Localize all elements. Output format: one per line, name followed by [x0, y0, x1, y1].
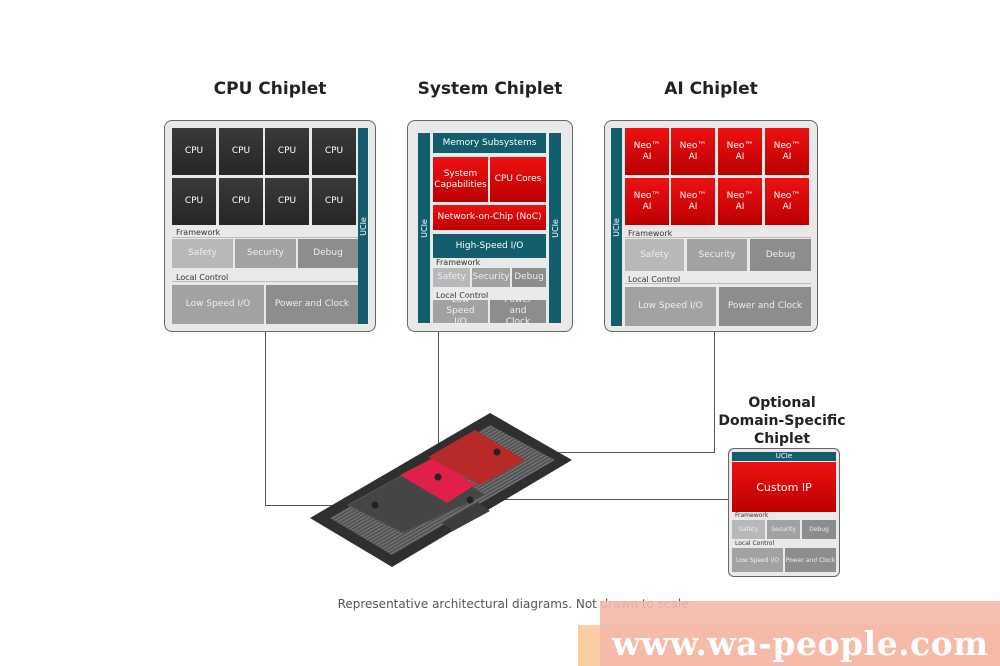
ai-security: Security	[687, 239, 747, 271]
memory-subsystems: Memory Subsystems	[433, 133, 546, 153]
cpu-local-control-label: Local Control	[176, 273, 229, 282]
ai-safety: Safety	[625, 239, 684, 271]
network-on-chip: Network-on-Chip (NoC)	[433, 205, 546, 230]
ai-local-control-label: Local Control	[628, 275, 681, 284]
connector-optional-h	[470, 499, 728, 500]
neo-ai-core: Neo™ AI	[671, 178, 715, 225]
connector-cpu-h	[265, 505, 375, 506]
divider	[172, 237, 358, 238]
system-framework-label: Framework	[436, 258, 481, 267]
system-marker-dot	[434, 473, 442, 481]
cpu-framework-label: Framework	[176, 228, 221, 237]
ai-power-clock: Power and Clock	[719, 287, 811, 326]
system-ucie-left: UCIe	[418, 133, 430, 323]
neo-ai-core: Neo™ AI	[718, 178, 762, 225]
optional-power-clock: Power and Clock	[785, 548, 836, 572]
cpu-core: CPU	[172, 178, 216, 225]
neo-ai-core: Neo™ AI	[671, 128, 715, 175]
neo-ai-core: Neo™ AI	[765, 128, 809, 175]
cpu-core: CPU	[219, 178, 263, 225]
cpu-core: CPU	[312, 178, 356, 225]
neo-ai-core: Neo™ AI	[625, 128, 669, 175]
ai-framework-label: Framework	[628, 229, 673, 238]
cpu-low-speed-io: Low Speed I/O	[172, 285, 264, 324]
system-capabilities: System Capabilities	[433, 157, 488, 202]
cpu-ucie-bar: UCIe	[358, 128, 368, 324]
high-speed-io: High-Speed I/O	[433, 234, 546, 258]
system-power-clock: Power and Clock	[490, 295, 546, 327]
ai-low-speed-io: Low Speed I/O	[625, 287, 716, 326]
neo-ai-core: Neo™ AI	[625, 178, 669, 225]
optional-ucie-bar: UCIe	[732, 452, 836, 461]
system-security: Security	[472, 268, 510, 287]
watermark-text: www.wa-people.com	[612, 624, 989, 663]
connector-cpu	[265, 332, 266, 505]
cpu-safety: Safety	[172, 239, 233, 268]
package-ai-die	[428, 430, 525, 485]
cpu-security: Security	[235, 239, 296, 268]
optional-marker-dot	[466, 496, 474, 504]
ai-ucie-bar: UCIe	[611, 128, 622, 326]
system-low-speed-io: Low Speed I/O	[433, 295, 488, 327]
system-chiplet-title: System Chiplet	[417, 79, 563, 99]
optional-security: Security	[767, 520, 800, 539]
connector-ai	[714, 332, 715, 452]
divider	[625, 283, 811, 284]
ai-marker-dot	[493, 448, 501, 456]
system-safety: Safety	[433, 268, 470, 287]
divider	[625, 237, 811, 238]
optional-low-speed-io: Low Speed I/O	[732, 548, 783, 572]
ai-chiplet-title: AI Chiplet	[664, 79, 758, 99]
connector-ai-h	[497, 452, 715, 453]
cpu-core: CPU	[172, 128, 216, 175]
system-local-control-label: Local Control	[436, 291, 489, 300]
optional-chiplet-title: Optional Domain-Specific Chiplet	[718, 395, 846, 447]
system-cpu-cores: CPU Cores	[490, 157, 546, 202]
cpu-chiplet-title: CPU Chiplet	[213, 79, 327, 99]
cpu-core: CPU	[312, 128, 356, 175]
cpu-core: CPU	[265, 178, 309, 225]
neo-ai-core: Neo™ AI	[765, 178, 809, 225]
cpu-core: CPU	[265, 128, 309, 175]
optional-local-control-label: Local Control	[735, 540, 775, 547]
package-optional-die	[442, 502, 490, 531]
optional-framework-label: Framework	[735, 512, 769, 519]
cpu-debug: Debug	[298, 239, 358, 268]
system-debug: Debug	[512, 268, 546, 287]
package-illustration	[310, 413, 572, 567]
cpu-core: CPU	[219, 128, 263, 175]
custom-ip: Custom IP	[732, 462, 836, 512]
cpu-marker-dot	[371, 501, 379, 509]
neo-ai-core: Neo™ AI	[718, 128, 762, 175]
optional-safety: Safety	[732, 520, 765, 539]
watermark-band	[600, 601, 1000, 666]
system-ucie-right: UCIe	[549, 133, 561, 323]
connector-system	[438, 332, 439, 477]
optional-debug: Debug	[802, 520, 836, 539]
ai-debug: Debug	[750, 239, 811, 271]
cpu-power-clock: Power and Clock	[266, 285, 358, 324]
divider	[172, 281, 358, 282]
